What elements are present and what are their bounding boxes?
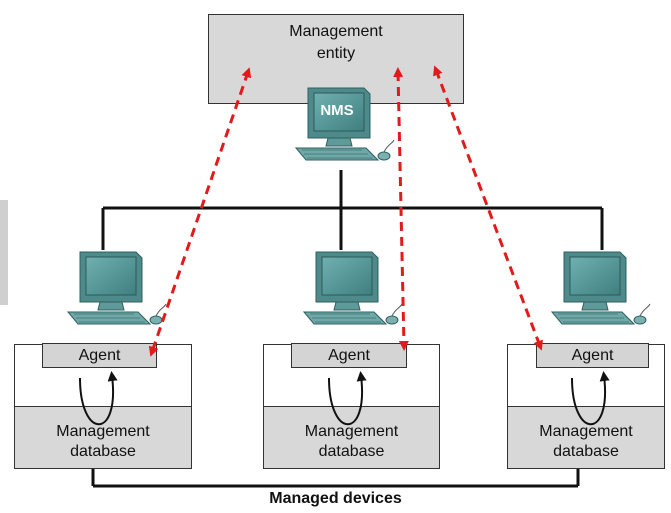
computer-icon-center	[303, 251, 403, 325]
database-panel-right	[507, 406, 665, 469]
snmp-arrow-center	[393, 67, 409, 351]
loop-arrow-left	[79, 371, 118, 426]
loop-arrow-center	[328, 371, 367, 426]
managed-devices-label: Managed devices	[269, 490, 402, 507]
agent-box-left: Agent	[42, 343, 157, 368]
agent-box-right: Agent	[536, 343, 649, 368]
database-panel-center	[263, 406, 440, 469]
db-label-left-line2: database	[70, 443, 136, 460]
management-entity-line1: Management	[289, 23, 383, 40]
snmp-arrow-left	[148, 67, 252, 357]
db-label-center-line2: database	[318, 443, 385, 460]
db-label-right-line1: Management	[539, 423, 633, 440]
snmp-arrow-right	[433, 65, 543, 351]
agent-box-center: Agent	[291, 343, 407, 368]
db-label-center-line1: Management	[304, 423, 399, 440]
db-label-left-line1: Management	[56, 423, 150, 440]
db-label-right-line2: database	[553, 443, 619, 460]
database-panel-left	[14, 406, 192, 469]
loop-arrow-right	[571, 371, 610, 426]
nms-computer-icon	[295, 87, 395, 161]
computer-icon-left	[67, 251, 167, 325]
management-entity-line2: entity	[316, 45, 356, 62]
computer-icon-right	[551, 251, 651, 325]
nms-label: NMS	[320, 102, 354, 119]
